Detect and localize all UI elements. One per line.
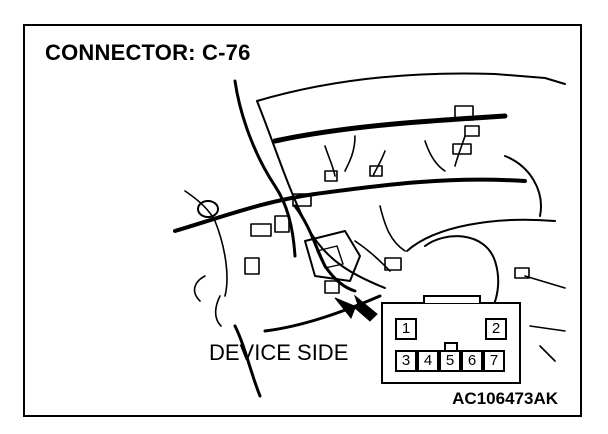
pin-7: 7	[483, 350, 505, 372]
harness-connector-h	[452, 143, 472, 155]
dashboard-curve	[504, 155, 542, 217]
dashboard-outline	[256, 72, 566, 102]
pin-1: 1	[395, 318, 417, 340]
pin-2: 2	[485, 318, 507, 340]
harness-connector-d	[324, 170, 338, 182]
wire-to-connector	[354, 240, 391, 272]
relay-block-detail	[316, 245, 344, 269]
lower-cable	[263, 294, 382, 333]
connector-face: 1 2 3 4 5 6 7	[381, 295, 521, 384]
connector-title: CONNECTOR: C-76	[45, 40, 251, 65]
pin-6: 6	[461, 350, 483, 372]
harness-connector-e	[369, 165, 383, 177]
harness-connector-i	[384, 257, 402, 271]
harness-connector-a	[292, 193, 312, 207]
left-wire	[184, 190, 228, 297]
wire-right-loop	[379, 205, 406, 252]
dashboard-right-lines	[524, 275, 566, 362]
diagram-frame: CONNECTOR: C-76 DEVICE SIDE 1 2 3 4 5 6 …	[23, 24, 582, 417]
grommet	[197, 200, 219, 218]
connector-latch-tab	[423, 295, 481, 303]
pin-4: 4	[417, 350, 439, 372]
left-wire-2	[193, 275, 222, 327]
connector-key-notch	[444, 342, 458, 352]
branch-wires	[324, 135, 386, 177]
figure-code: AC106473AK	[452, 389, 558, 408]
upper-harness	[272, 113, 508, 144]
harness-connector-k	[244, 257, 260, 275]
dashboard-lower-edge	[406, 218, 556, 252]
pin-3: 3	[395, 350, 417, 372]
device-side-label: DEVICE SIDE	[209, 340, 349, 365]
pin-5: 5	[439, 350, 461, 372]
left-cable	[233, 79, 297, 258]
harness-connector-c	[250, 223, 272, 237]
bottom-cable	[233, 324, 262, 398]
main-harness	[173, 177, 527, 233]
harness-bundle	[293, 204, 357, 293]
harness-connector-b	[274, 215, 290, 233]
harness-connector-j	[324, 280, 340, 294]
wiring-harness-illustration	[173, 72, 566, 398]
pointer-arrow	[334, 294, 378, 322]
relay-block	[304, 230, 361, 282]
harness-connector-l	[514, 267, 530, 279]
harness-connector-f	[454, 105, 474, 121]
harness-connector-g	[464, 125, 480, 137]
